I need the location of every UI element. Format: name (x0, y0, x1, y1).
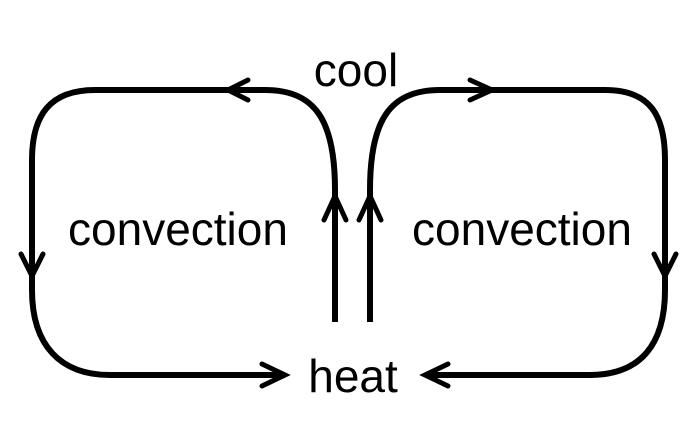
right-convection-loop (356, 77, 679, 389)
label-heat: heat (308, 350, 398, 402)
left-convection-loop (18, 77, 349, 389)
arrow-left-bottom-icon (259, 361, 291, 389)
arrow-left-top-icon (222, 77, 251, 103)
left-loop-path (29, 87, 338, 378)
label-convection-left: convection (68, 203, 288, 255)
arrow-left-up-icon (321, 189, 349, 223)
right-loop-path (367, 87, 668, 378)
label-convection-right: convection (412, 203, 632, 255)
arrow-right-bottom-icon (419, 361, 451, 389)
arrow-right-up-icon (356, 189, 384, 223)
arrow-right-top-icon (467, 77, 499, 103)
label-cool: cool (314, 44, 398, 96)
arrow-left-side-icon (18, 251, 46, 282)
arrow-right-side-icon (651, 251, 679, 282)
